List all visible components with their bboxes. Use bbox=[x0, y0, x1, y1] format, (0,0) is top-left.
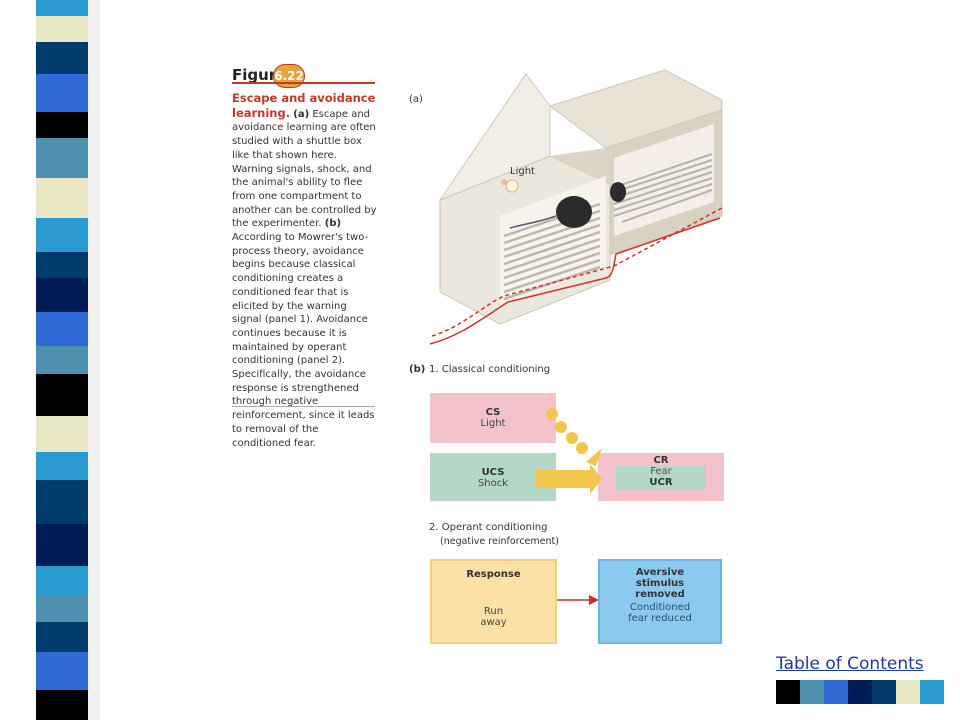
aversive-title-3: removed bbox=[635, 589, 685, 600]
operant-subheading: (negative reinforcement) bbox=[440, 536, 559, 547]
cs-sub: Light bbox=[480, 418, 506, 429]
light-label: Light bbox=[510, 166, 535, 177]
figure-caption: Escape and avoidance learning. (a) Escap… bbox=[232, 91, 377, 450]
operant-heading: 2. Operant conditioning bbox=[429, 522, 548, 533]
cr-box: CR Fear UCR bbox=[598, 453, 724, 501]
panel-b-tag: (b) bbox=[409, 364, 426, 375]
aversive-sub-1: Conditioned bbox=[629, 602, 691, 613]
caption-a-text: Escape and avoidance learning are often … bbox=[232, 108, 377, 230]
caption-title: Escape and avoidance learning. bbox=[232, 91, 376, 120]
figure-label: Figure bbox=[232, 66, 287, 84]
classical-arrows bbox=[536, 408, 602, 494]
response-sub-2: away bbox=[480, 617, 507, 628]
aversive-title-1: Aversive bbox=[635, 567, 685, 578]
table-of-contents-link[interactable]: Table of Contents bbox=[776, 654, 924, 674]
cs-box: CS Light bbox=[430, 393, 556, 443]
swatch-cream bbox=[896, 680, 920, 704]
figure-number-badge: 6.22 bbox=[273, 64, 305, 88]
ucs-box: UCS Shock bbox=[430, 453, 556, 501]
panel-a-tag: (a) bbox=[409, 94, 423, 105]
decorative-left-strip bbox=[0, 0, 108, 720]
response-sub-1: Run bbox=[483, 606, 504, 617]
caption-b-tag: (b) bbox=[324, 218, 342, 230]
swatch-navy bbox=[848, 680, 872, 704]
aversive-sub-2: fear reduced bbox=[628, 613, 692, 624]
response-box: Response Run away bbox=[430, 559, 557, 644]
aversive-box: Aversive stimulus removed Conditioned fe… bbox=[598, 559, 722, 644]
swatch-black bbox=[776, 680, 800, 704]
cr-title: CR bbox=[653, 455, 669, 466]
ucs-sub: Shock bbox=[477, 478, 509, 489]
shuttle-box-illustration bbox=[429, 69, 723, 345]
cr-sub: Fear bbox=[650, 466, 672, 477]
caption-rule bbox=[232, 406, 375, 407]
swatch-steel-blue bbox=[800, 680, 824, 704]
swatch-dark-blue bbox=[872, 680, 896, 704]
cs-title: CS bbox=[485, 407, 501, 418]
aversive-title-2: stimulus bbox=[635, 578, 685, 589]
response-title: Response bbox=[466, 569, 521, 580]
caption-b-text: According to Mowrer's two-process theory… bbox=[232, 232, 375, 449]
swatch-sky-blue bbox=[920, 680, 944, 704]
swatch-royal-blue bbox=[824, 680, 848, 704]
ucr-title: UCR bbox=[649, 477, 673, 488]
ucs-title: UCS bbox=[481, 467, 505, 478]
operant-arrow bbox=[557, 595, 599, 605]
figure-rule bbox=[232, 82, 375, 84]
color-blocks bbox=[36, 0, 88, 720]
color-swatch-strip bbox=[776, 680, 944, 704]
classical-heading: 1. Classical conditioning bbox=[429, 364, 551, 375]
caption-a-tag: (a) bbox=[293, 108, 310, 120]
ucr-inner-box: Fear UCR bbox=[616, 466, 706, 490]
